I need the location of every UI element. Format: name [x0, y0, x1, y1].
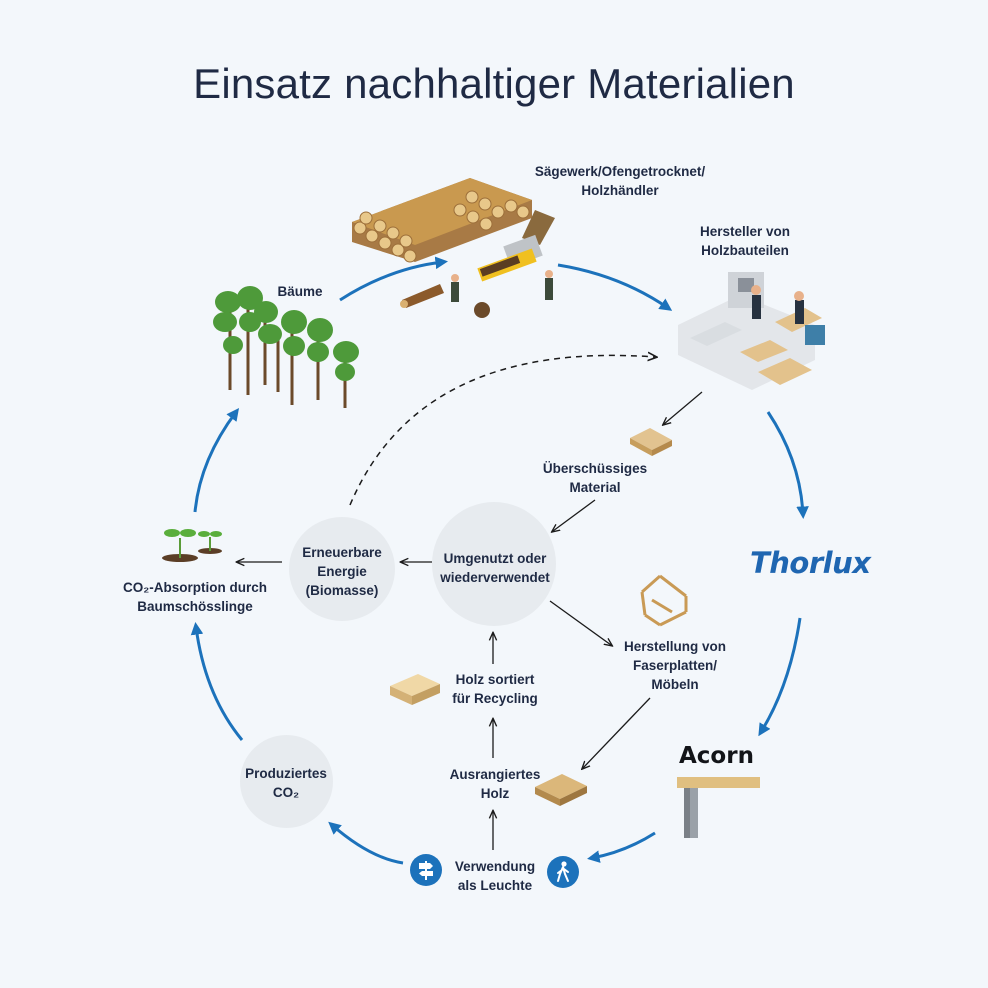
acorn-logo: Acorn [679, 743, 754, 769]
seedling-icon [162, 529, 222, 562]
arrow-thorlux-to-acorn [758, 617, 802, 737]
sawmill-machine-icon [400, 210, 555, 318]
arrow-manufacturer-to-thorlux [766, 411, 809, 520]
wood-plank-icon [630, 428, 672, 456]
label-trees: Bäume [277, 284, 323, 299]
arrow-usage-to-co2 [328, 821, 404, 865]
log-pile-icon [352, 178, 532, 263]
factory-workers-icon [678, 272, 825, 390]
reused-circle [432, 502, 556, 626]
thorlux-logo: Thorlux [750, 546, 871, 580]
walking-person-icon [547, 856, 579, 888]
chair-icon [640, 574, 688, 627]
label-sawmill: Sägewerk/Ofengetrocknet/Holzhändler [534, 164, 706, 198]
wood-plank-icon [390, 674, 440, 705]
page-title: Einsatz nachhaltiger Materialien [193, 60, 795, 107]
arrow-sawmill-to-manufacturer [557, 263, 673, 311]
produced-co2-circle [240, 735, 333, 828]
tree-icon [213, 286, 359, 408]
dashed-arrow-biomass [349, 355, 655, 506]
signpost-icon [410, 854, 442, 886]
desk-leg-icon [677, 777, 760, 838]
arrow-trees-to-sawmill [339, 256, 449, 302]
arrow-co2-to-seedlings [190, 622, 244, 741]
renewable-energy-circle [289, 517, 395, 621]
arrow-seedlings-to-trees [193, 407, 240, 513]
wood-plank-icon [535, 774, 587, 806]
arrow-acorn-to-usage [587, 831, 656, 863]
